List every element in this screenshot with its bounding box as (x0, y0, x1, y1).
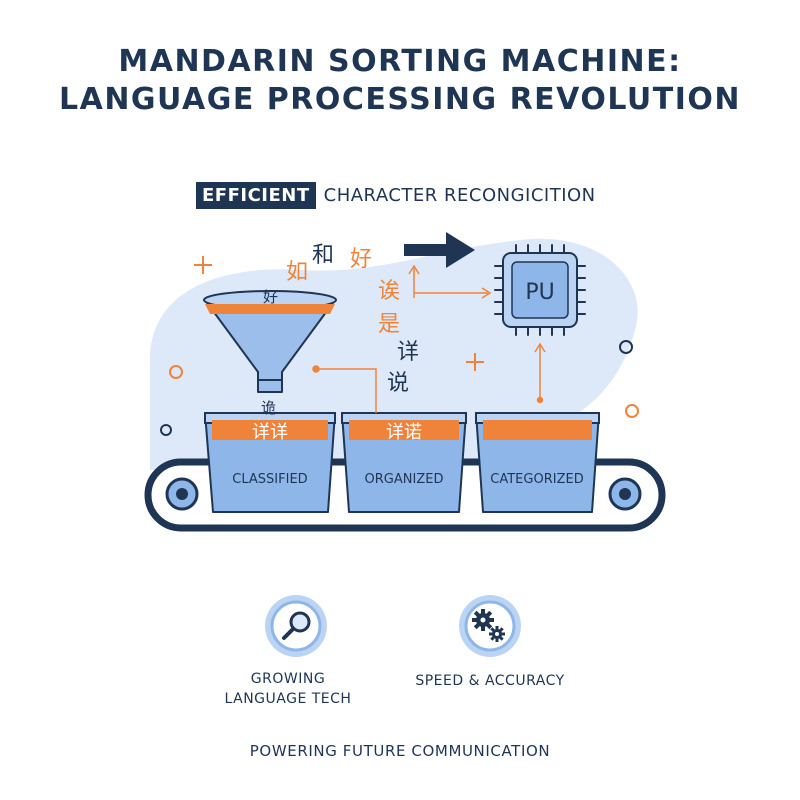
feature-label-speed: SPEED & ACCURACY (415, 673, 565, 689)
subtitle-text: CHARACTER RECONGICITION (323, 184, 596, 206)
feature-label-growing: GROWING LANGUAGE TECH (224, 671, 352, 707)
connector-bin-to-processor (534, 342, 546, 404)
magnifier-icon (265, 595, 327, 657)
decor-circle (625, 404, 639, 418)
floating-char: 好 (350, 247, 372, 272)
decor-plus (194, 256, 212, 274)
processor-chip-icon (494, 244, 586, 336)
bin-chars-classified: 详详 (252, 422, 288, 443)
floating-char: 诡 (261, 399, 276, 417)
subtitle: EFFICIENT CHARACTER RECONGICITION (196, 180, 596, 210)
connector-funnel-to-bin (312, 365, 377, 413)
bin-classified (204, 412, 336, 513)
bin-organized (341, 412, 467, 513)
processor-label: PU (525, 280, 554, 305)
floating-char: 好 (263, 288, 278, 306)
bin-label-organized: ORGANIZED (365, 472, 444, 487)
subtitle-badge: EFFICIENT (196, 181, 316, 209)
decor-circle (169, 365, 183, 379)
funnel (203, 290, 337, 393)
floating-char: 是 (378, 312, 400, 337)
bin-label-categorized: CATEGORIZED (490, 472, 583, 487)
decor-circle (619, 340, 633, 354)
bin-chars-organized: 详诺 (386, 422, 422, 443)
tagline: POWERING FUTURE COMMUNICATION (249, 742, 551, 760)
connector-to-processor (408, 264, 492, 299)
floating-char: 和 (312, 243, 334, 268)
decor-circle (160, 424, 172, 436)
floating-char: 说 (387, 371, 409, 396)
title-line-2: LANGUAGE PROCESSING REVOLUTION (58, 82, 742, 117)
bin-categorized (475, 412, 600, 513)
floating-char: 详 (397, 340, 419, 365)
decor-plus (466, 353, 484, 371)
arrow-right-icon (404, 232, 475, 268)
floating-char: 如 (286, 260, 308, 285)
floating-char: 诶 (378, 279, 400, 304)
bin-label-classified: CLASSIFIED (232, 472, 307, 487)
title-line-1: MANDARIN SORTING MACHINE: (118, 44, 682, 79)
gears-icon (459, 595, 521, 657)
